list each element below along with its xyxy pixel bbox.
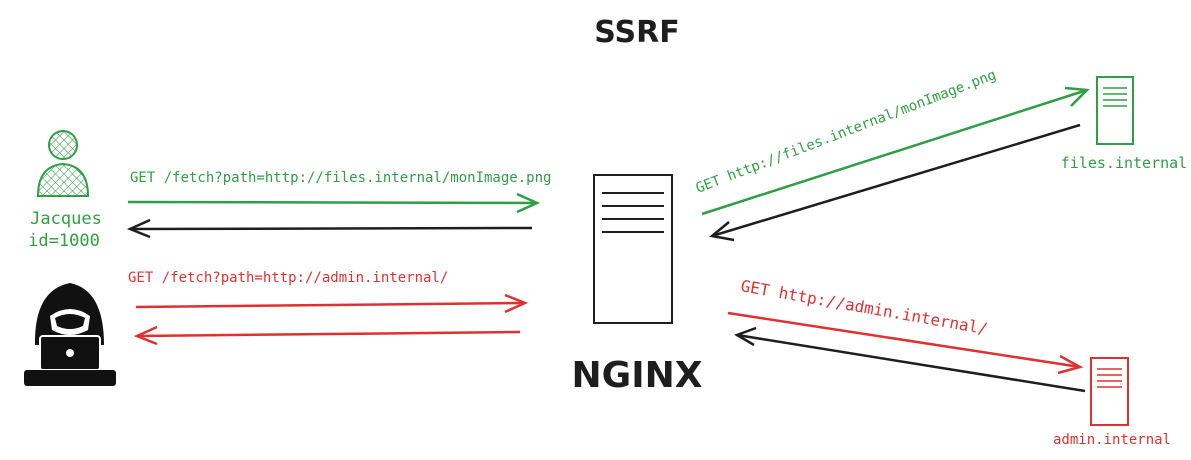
admin-host-icon — [1090, 357, 1129, 426]
files-request-label: GET http://files.internal/monImage.png — [694, 67, 999, 197]
user-request-label: GET /fetch?path=http://files.internal/mo… — [130, 170, 551, 186]
admin-response-arrow — [734, 326, 1086, 393]
hacker-icon — [24, 283, 116, 386]
admin-request-label: GET http://admin.internal/ — [739, 276, 989, 338]
user-name: Jacques — [30, 209, 102, 229]
diagram-title: SSRF — [594, 15, 679, 50]
server-icon — [593, 174, 673, 324]
files-request-arrow — [701, 86, 1090, 216]
user-icon — [36, 130, 90, 197]
attacker-request-label: GET /fetch?path=http://admin.internal/ — [128, 270, 448, 286]
files-response-arrow — [709, 123, 1081, 242]
admin-host-label: admin.internal — [1053, 432, 1171, 448]
files-host-label: files.internal — [1061, 154, 1187, 172]
attacker-response-arrow — [133, 325, 521, 346]
user-id: id=1000 — [28, 231, 100, 251]
attacker-request-arrow — [135, 293, 529, 314]
files-host-icon — [1096, 76, 1134, 145]
admin-request-arrow — [727, 311, 1084, 375]
server-label: NGINX — [572, 355, 703, 396]
user-response-arrow — [126, 218, 533, 239]
user-request-arrow — [127, 192, 541, 214]
